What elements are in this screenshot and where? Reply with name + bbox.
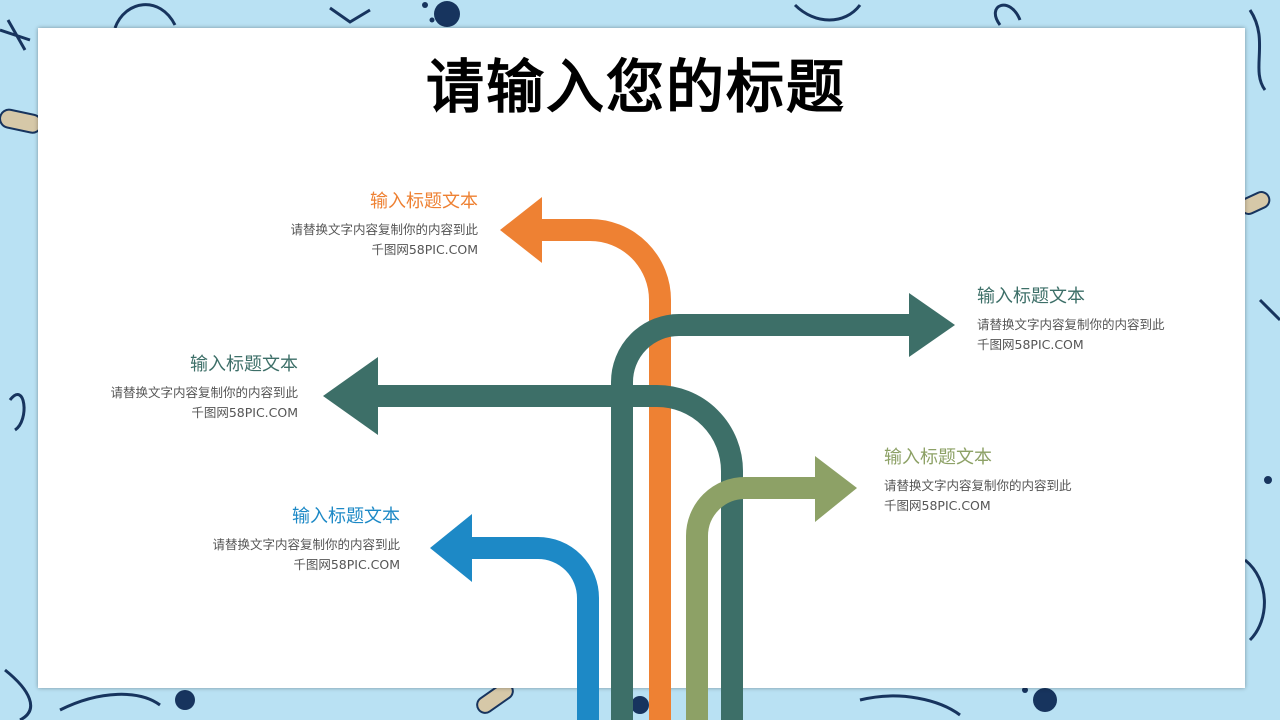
content-card <box>38 28 1245 688</box>
text-block-heading: 输入标题文本 <box>977 286 1085 307</box>
olive-arrow-shaft <box>686 477 822 720</box>
text-block-line: 千图网58PIC.COM <box>191 405 298 420</box>
pattern-eye <box>434 1 460 27</box>
pattern-wave <box>1248 9 1267 91</box>
blue-arrow-head <box>430 514 472 582</box>
pattern-eye <box>631 696 649 714</box>
text-block-line: 千图网58PIC.COM <box>884 498 991 513</box>
pattern-fish-outline <box>859 694 961 717</box>
pattern-dot <box>1022 687 1028 693</box>
teal-right-arrow-head <box>909 293 955 357</box>
pattern-dot <box>1264 476 1272 484</box>
pattern-fish-outline <box>993 3 1022 26</box>
text-block-line: 千图网58PIC.COM <box>371 242 478 257</box>
text-block-heading: 输入标题文本 <box>292 506 400 527</box>
pattern-eye <box>1033 688 1057 712</box>
pattern-dot <box>422 2 428 8</box>
text-block-teal-right: 输入标题文本 请替换文字内容复制你的内容到此 千图网58PIC.COM <box>977 285 1277 355</box>
pattern-fish-outline <box>793 3 862 22</box>
teal-left-arrow-head <box>323 357 378 435</box>
text-block-heading: 输入标题文本 <box>370 191 478 212</box>
pattern-fin <box>0 19 31 51</box>
pattern-fish-outline <box>113 3 177 29</box>
text-block-orange: 输入标题文本 请替换文字内容复制你的内容到此 千图网58PIC.COM <box>178 190 478 260</box>
pattern-zigzag <box>329 6 371 24</box>
teal-left-arrow-shaft <box>360 385 743 720</box>
text-block-line: 请替换文字内容复制你的内容到此 <box>884 478 1072 493</box>
orange-arrow-head <box>500 197 542 263</box>
blue-arrow-shaft <box>465 537 599 720</box>
text-block-heading: 输入标题文本 <box>884 447 992 468</box>
olive-arrow-head <box>815 456 857 522</box>
text-block-blue: 输入标题文本 请替换文字内容复制你的内容到此 千图网58PIC.COM <box>100 505 400 575</box>
pattern-fish-outline <box>59 692 161 712</box>
text-block-line: 请替换文字内容复制你的内容到此 <box>977 317 1165 332</box>
text-block-line: 千图网58PIC.COM <box>977 337 1084 352</box>
text-block-line: 千图网58PIC.COM <box>293 557 400 572</box>
pattern-dot <box>429 17 435 23</box>
orange-arrow-shaft <box>530 219 671 720</box>
pattern-fin <box>1258 298 1280 322</box>
text-block-line: 请替换文字内容复制你的内容到此 <box>290 222 478 237</box>
page-title: 请输入您的标题 <box>425 53 846 121</box>
pattern-fish-outline <box>1244 558 1266 642</box>
text-block-heading: 输入标题文本 <box>190 354 298 375</box>
teal-right-arrow-shaft <box>611 314 915 720</box>
text-block-line: 请替换文字内容复制你的内容到此 <box>212 537 400 552</box>
pattern-fish-outline <box>4 668 33 720</box>
text-block-teal-left: 输入标题文本 请替换文字内容复制你的内容到此 千图网58PIC.COM <box>0 353 298 423</box>
pattern-eye <box>175 690 195 710</box>
pattern-fin <box>8 392 26 432</box>
text-block-olive: 输入标题文本 请替换文字内容复制你的内容到此 千图网58PIC.COM <box>884 446 1184 516</box>
text-block-line: 请替换文字内容复制你的内容到此 <box>110 385 298 400</box>
